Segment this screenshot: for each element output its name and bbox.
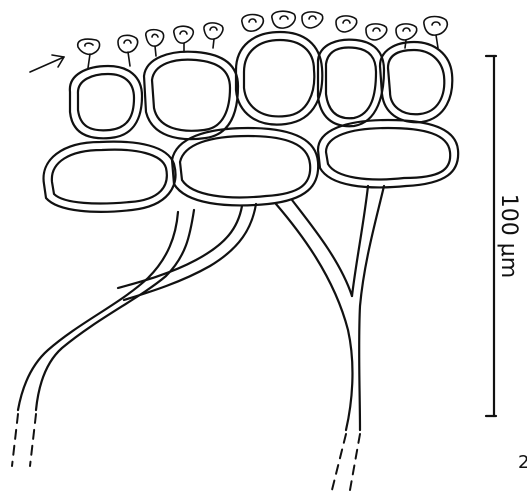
basal-cell-row bbox=[44, 120, 459, 212]
basal-cell bbox=[44, 142, 176, 212]
tip-cell bbox=[366, 24, 387, 40]
middle-cell bbox=[380, 42, 452, 122]
tip-cell bbox=[272, 11, 295, 28]
tip-cell bbox=[242, 15, 263, 32]
tip-cell bbox=[146, 30, 164, 56]
tip-cell bbox=[174, 26, 193, 52]
basal-cell bbox=[318, 120, 458, 187]
scale-bar-label: 100 μm bbox=[496, 194, 521, 278]
tip-cell-row bbox=[78, 11, 448, 68]
tip-cell bbox=[118, 35, 138, 66]
middle-cell bbox=[70, 66, 142, 138]
middle-cell bbox=[144, 52, 238, 139]
tip-cell bbox=[336, 16, 357, 32]
left-stalk bbox=[12, 204, 256, 466]
right-stalk bbox=[276, 186, 384, 490]
middle-cell-row bbox=[70, 32, 452, 139]
middle-cell bbox=[236, 32, 322, 125]
middle-cell bbox=[318, 40, 384, 127]
figure-corner-label: 2 bbox=[518, 452, 527, 473]
tip-cell bbox=[302, 12, 323, 28]
scale-bar: 100 μm bbox=[486, 56, 521, 416]
tip-cell bbox=[78, 39, 100, 68]
tip-cell bbox=[204, 23, 223, 48]
pointer-arrow bbox=[30, 55, 64, 72]
